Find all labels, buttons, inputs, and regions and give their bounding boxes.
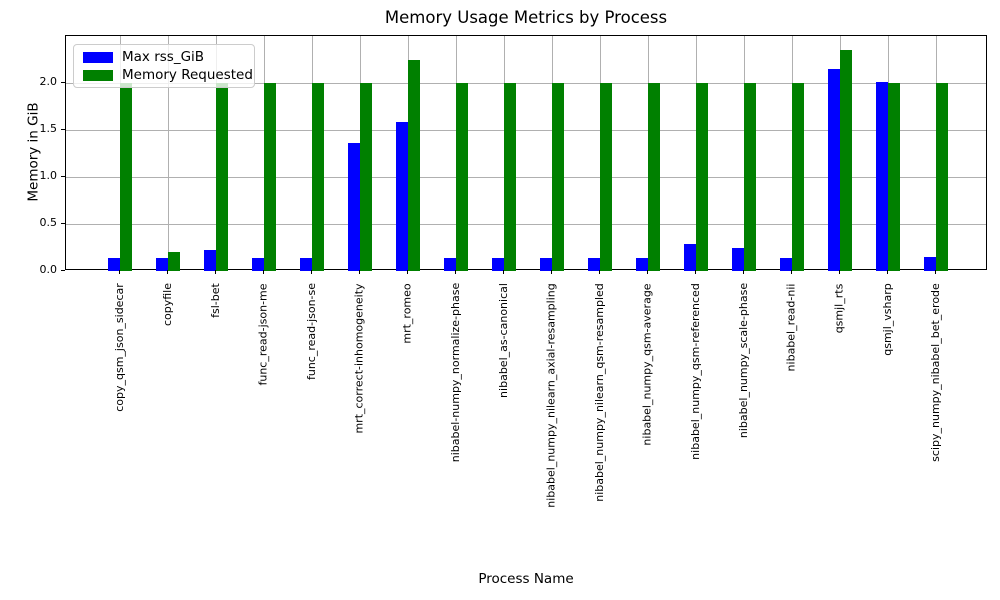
y-tick bbox=[61, 176, 65, 177]
x-tick-label: func_read-json-se bbox=[304, 282, 318, 381]
bar-max-rss bbox=[396, 121, 408, 271]
bar-max-rss bbox=[732, 247, 744, 271]
x-tick-label: nibabel_numpy_nilearn_qsm-resampled bbox=[592, 283, 606, 502]
bar-memory-requested bbox=[504, 83, 516, 271]
bar-memory-requested bbox=[168, 252, 180, 271]
bar-memory-requested bbox=[552, 83, 564, 271]
x-tick-label: nibabel-numpy_normalize-phase bbox=[448, 282, 462, 463]
y-tick-label: 0.5 bbox=[39, 216, 58, 229]
x-tick bbox=[887, 270, 888, 274]
plot-area bbox=[65, 35, 987, 271]
x-tick-label: scipy_numpy_nibabel_bet_erode bbox=[928, 283, 942, 462]
bar-max-rss bbox=[348, 143, 360, 271]
bar-memory-requested bbox=[744, 83, 756, 271]
bar-max-rss bbox=[300, 257, 312, 271]
x-tick bbox=[263, 270, 264, 274]
gridline-horizontal bbox=[66, 177, 986, 178]
x-tick bbox=[647, 270, 648, 274]
x-tick-label: fsl-bet bbox=[208, 283, 222, 318]
x-tick-label: qsmjl_vsharp bbox=[880, 283, 894, 356]
bar-max-rss bbox=[828, 68, 840, 271]
x-tick bbox=[743, 270, 744, 274]
x-tick-label: qsmjl_rts bbox=[832, 283, 846, 333]
legend: Max rss_GiB Memory Requested bbox=[73, 44, 255, 88]
bar-memory-requested bbox=[408, 59, 420, 271]
legend-label-memory-requested: Memory Requested bbox=[122, 67, 253, 83]
bar-memory-requested bbox=[936, 83, 948, 271]
bar-max-rss bbox=[876, 82, 888, 271]
bar-max-rss bbox=[636, 257, 648, 271]
x-tick bbox=[599, 270, 600, 274]
y-axis-label: Memory in GiB bbox=[25, 102, 42, 202]
x-tick bbox=[503, 270, 504, 274]
x-tick bbox=[311, 270, 312, 274]
bar-max-rss bbox=[684, 243, 696, 271]
bar-memory-requested bbox=[840, 50, 852, 271]
bar-memory-requested bbox=[312, 83, 324, 271]
x-tick-label: nibabel_read-nii bbox=[784, 283, 798, 371]
gridline-vertical bbox=[168, 36, 169, 269]
legend-entry-memory-requested: Memory Requested bbox=[83, 67, 253, 83]
x-tick bbox=[407, 270, 408, 274]
x-tick bbox=[935, 270, 936, 274]
bar-max-rss bbox=[492, 257, 504, 271]
bar-memory-requested bbox=[648, 83, 660, 271]
legend-label-max-rss: Max rss_GiB bbox=[122, 49, 205, 65]
x-tick-label: nibabel_numpy_nilearn_axial-resampling bbox=[544, 282, 558, 508]
bar-memory-requested bbox=[696, 83, 708, 271]
x-tick bbox=[839, 270, 840, 274]
x-tick-label: nibabel_numpy_qsm-referenced bbox=[688, 283, 702, 460]
legend-swatch-max-rss bbox=[83, 51, 113, 63]
bar-memory-requested bbox=[360, 83, 372, 271]
gridline-horizontal bbox=[66, 130, 986, 131]
bar-max-rss bbox=[780, 257, 792, 271]
bar-memory-requested bbox=[456, 83, 468, 271]
bar-memory-requested bbox=[216, 83, 228, 271]
y-tick-label: 2.0 bbox=[39, 75, 58, 88]
y-tick-label: 1.0 bbox=[39, 169, 58, 182]
x-tick bbox=[215, 270, 216, 274]
x-tick bbox=[455, 270, 456, 274]
x-tick-label: mrt_correct-inhomogeneity bbox=[352, 282, 366, 434]
gridline-horizontal bbox=[66, 83, 986, 84]
bar-max-rss bbox=[156, 257, 168, 271]
x-tick bbox=[695, 270, 696, 274]
x-tick bbox=[119, 270, 120, 274]
chart-title: Memory Usage Metrics by Process bbox=[384, 8, 668, 27]
y-tick bbox=[61, 223, 65, 224]
legend-entry-max-rss: Max rss_GiB bbox=[83, 49, 245, 65]
y-tick-label: 0.0 bbox=[39, 263, 58, 276]
bar-max-rss bbox=[540, 257, 552, 271]
x-tick-label: mrt_romeo bbox=[400, 282, 414, 344]
gridline-horizontal bbox=[66, 224, 986, 225]
legend-swatch-memory-requested bbox=[83, 69, 113, 81]
bar-memory-requested bbox=[600, 83, 612, 271]
bar-memory-requested bbox=[120, 83, 132, 271]
x-tick-label: nibabel_as-canonical bbox=[496, 283, 510, 398]
x-tick bbox=[791, 270, 792, 274]
y-tick bbox=[61, 270, 65, 271]
bar-max-rss bbox=[444, 257, 456, 271]
bar-max-rss bbox=[924, 256, 936, 271]
y-tick bbox=[61, 129, 65, 130]
x-axis-label: Process Name bbox=[478, 571, 574, 587]
x-tick bbox=[551, 270, 552, 274]
bar-max-rss bbox=[204, 250, 216, 271]
x-tick bbox=[167, 270, 168, 274]
y-tick bbox=[61, 82, 65, 83]
x-tick-label: nibabel_numpy_scale-phase bbox=[736, 282, 750, 439]
y-tick-label: 1.5 bbox=[39, 122, 58, 135]
bar-memory-requested bbox=[264, 83, 276, 271]
x-tick-label: copy_qsm_json_sidecar bbox=[112, 283, 126, 412]
bar-max-rss bbox=[588, 257, 600, 271]
bar-max-rss bbox=[252, 257, 264, 271]
x-tick-label: nibabel_numpy_qsm-average bbox=[640, 282, 654, 446]
x-tick-label: func_read-json-me bbox=[256, 282, 270, 386]
x-tick bbox=[359, 270, 360, 274]
bar-max-rss bbox=[108, 257, 120, 271]
bar-memory-requested bbox=[792, 83, 804, 271]
x-tick-label: copyfile bbox=[160, 282, 174, 327]
bar-memory-requested bbox=[888, 83, 900, 271]
